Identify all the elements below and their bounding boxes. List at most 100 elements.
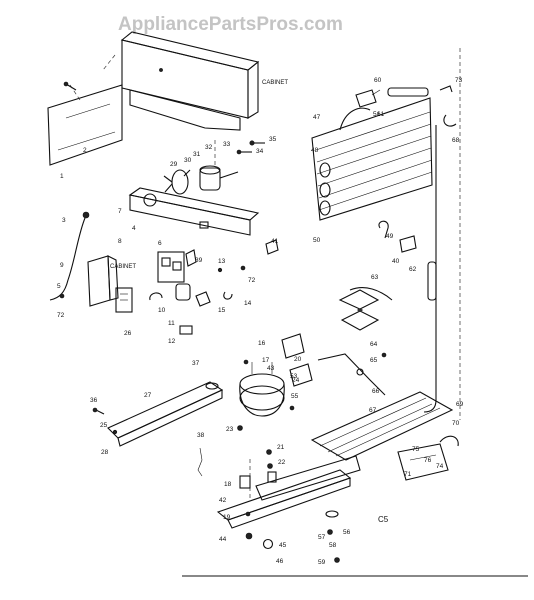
watermark: AppliancePartsPros.com (118, 14, 343, 35)
mounting-rail-right (216, 469, 352, 529)
callout: 13 (218, 258, 226, 265)
callout: 8 (118, 238, 122, 245)
callout: 72 (248, 277, 256, 284)
callout: 67 (369, 407, 377, 414)
callout: 60 (374, 77, 382, 84)
callout: 50 (313, 237, 321, 244)
callout: 69 (456, 401, 464, 408)
callout: 40 (392, 258, 400, 265)
callout: 42 (219, 497, 227, 504)
callout: 18 (224, 481, 232, 488)
callout: 76 (424, 457, 432, 464)
callout: 51 (373, 111, 381, 118)
callout: 53 (290, 373, 298, 380)
callout: 20 (294, 356, 302, 363)
callout: 27 (144, 392, 152, 399)
callout: 75 (412, 446, 420, 453)
callout: 12 (168, 338, 176, 345)
compressor (239, 362, 285, 417)
callout: 5 (57, 283, 61, 290)
callout: 43 (267, 365, 275, 372)
callout: 62 (409, 266, 417, 273)
callout: 63 (371, 274, 379, 281)
callout: 19 (223, 514, 231, 521)
clip-icon (378, 85, 457, 239)
wire-harness (49, 211, 90, 301)
callout: 59 (318, 559, 326, 566)
callout: 65 (370, 357, 378, 364)
callout: 21 (277, 444, 285, 451)
callout: 38 (197, 432, 205, 439)
callout: 55 (291, 393, 299, 400)
bracket-icon (399, 235, 417, 253)
drain-pan (310, 391, 454, 461)
callout: 3 (62, 217, 66, 224)
callout: 68 (452, 137, 460, 144)
callout: 25 (100, 422, 108, 429)
clip-icon (439, 435, 459, 447)
evaporator-coil (311, 87, 433, 221)
callout: 36 (90, 397, 98, 404)
callout: 23 (226, 426, 234, 433)
bracket-icon (195, 239, 279, 307)
drain-spring (197, 447, 203, 477)
cabinet-label-control: CABINET (110, 264, 136, 270)
callout: 10 (158, 307, 166, 314)
callout: 7 (118, 208, 122, 215)
callout: 29 (170, 161, 178, 168)
label-plate (179, 325, 193, 335)
fan-bracket (128, 187, 260, 236)
drain-tube (423, 48, 461, 420)
wheel-icon (245, 529, 340, 563)
callout: 1 (60, 173, 64, 180)
callout: 39 (195, 257, 203, 264)
screw-icon (92, 407, 105, 415)
callout: 30 (184, 157, 192, 164)
callout: 48 (311, 147, 319, 154)
cabinet-shroud (102, 31, 260, 131)
screw-icon (236, 140, 265, 155)
callout: 35 (269, 136, 277, 143)
callout: 72 (57, 312, 65, 319)
callout: 56 (343, 529, 351, 536)
plug-icon (185, 249, 197, 267)
callout: 9 (60, 262, 64, 269)
callout: 64 (370, 341, 378, 348)
callout: 37 (192, 360, 200, 367)
callout: 33 (223, 141, 231, 148)
screw-icon (63, 81, 77, 91)
callout: 74 (436, 463, 444, 470)
callout: 34 (256, 148, 264, 155)
callout: 45 (279, 542, 287, 549)
terminal-block (157, 251, 185, 283)
cabinet-label-top: CABINET (262, 80, 288, 86)
callout: 28 (101, 449, 109, 456)
callout: 41 (271, 238, 279, 245)
mounting-rail-left (107, 381, 224, 447)
callout: 49 (386, 233, 394, 240)
callout: 58 (329, 542, 337, 549)
callout: 70 (452, 420, 460, 427)
overload-bracket (281, 333, 313, 411)
callout: 73 (455, 77, 463, 84)
callout: 4 (132, 225, 136, 232)
tag-plate (397, 443, 449, 481)
callout: 6 (158, 240, 162, 247)
diagram-code: C5 (378, 515, 389, 524)
clip-icon (149, 291, 233, 301)
callout: 46 (276, 558, 284, 565)
callout: 31 (193, 151, 201, 158)
callout: 15 (218, 307, 226, 314)
screw-icon (59, 265, 246, 299)
tubing (317, 353, 386, 396)
capacitor (175, 283, 191, 301)
callout: 32 (205, 144, 213, 151)
callout: 47 (313, 114, 321, 121)
leveling-leg (239, 471, 277, 517)
condenser-coil (338, 287, 393, 331)
callout: 11 (168, 320, 175, 327)
callout: 17 (262, 357, 270, 364)
defrost-thermostat (355, 89, 381, 108)
screw-icon (237, 352, 387, 469)
